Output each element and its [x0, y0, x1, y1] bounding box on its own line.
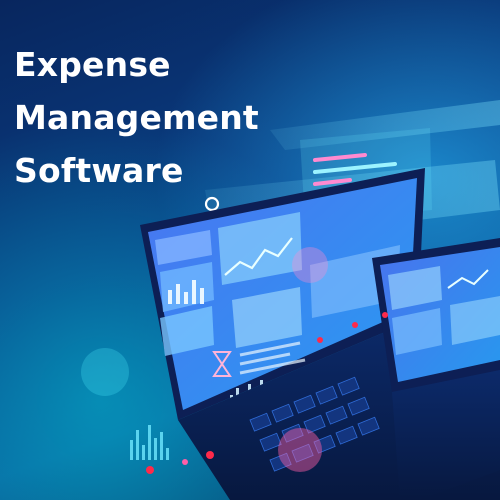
hourglass-icon [212, 351, 232, 377]
spectrum-bars [130, 425, 169, 460]
headline-line-3: Software [14, 151, 184, 190]
laptop-screen [140, 168, 425, 420]
headline-line-2: Management [14, 98, 259, 137]
headline: Expense Management Software [14, 38, 259, 197]
bokeh-lights [81, 247, 388, 474]
bar-chart-icon [168, 280, 204, 304]
line-chart-icon [224, 237, 293, 276]
second-laptop [372, 238, 500, 500]
headline-line-1: Expense [14, 45, 171, 84]
